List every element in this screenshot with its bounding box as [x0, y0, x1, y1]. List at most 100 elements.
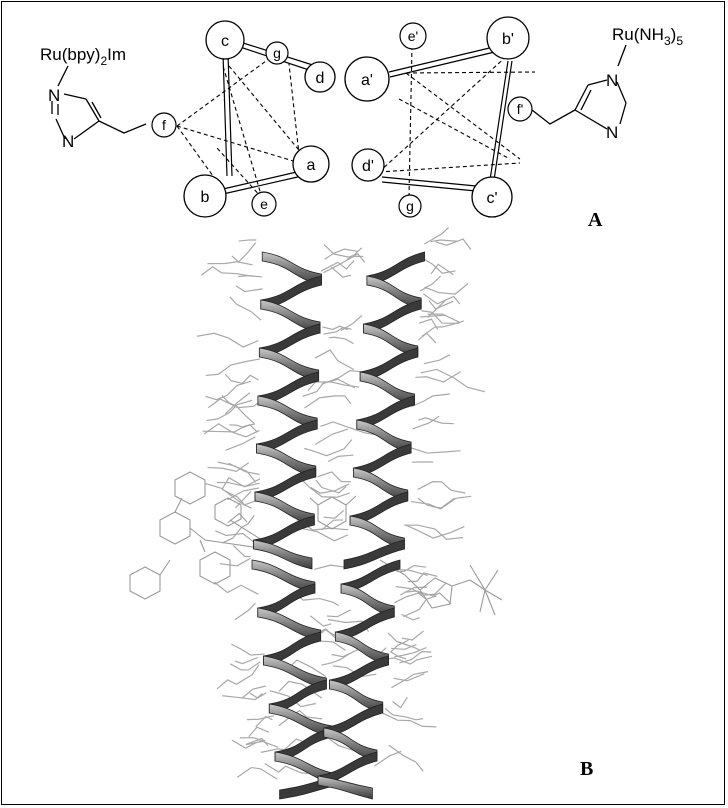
wheel-residue-g-prime: g: [399, 195, 421, 217]
sidechain-stick: [424, 355, 450, 364]
sidechain-stick: [374, 751, 401, 766]
right-ru-n-bond: [618, 45, 626, 66]
wheel-residue-a: a: [293, 146, 329, 182]
left-ru-complex: Ru(bpy)2Im N N: [40, 45, 146, 151]
sidechain-stick: [324, 245, 365, 263]
sidechain-stick: [225, 374, 258, 383]
svg-text:f': f': [517, 101, 524, 117]
sidechain-stick: [318, 472, 351, 482]
sidechain-stick: [310, 616, 331, 626]
sidechain-stick: [327, 610, 351, 617]
left-ring-atom-n3: N: [62, 132, 74, 151]
right-ru-complex: N N Ru(NH3)5: [532, 25, 683, 142]
right-ring-atom-n1: N: [606, 71, 618, 90]
sidechain-stick: [423, 294, 460, 304]
svg-text:a': a': [361, 72, 373, 89]
sidechain-stick: [228, 463, 259, 474]
wheel-residue-d: d: [305, 62, 335, 92]
sidechain-stick: [207, 262, 252, 265]
wheel-residue-f-prime: f': [508, 97, 532, 121]
sidechain-stick: [418, 333, 435, 343]
sidechain-stick: [331, 267, 351, 277]
sidechain-stick: [222, 693, 262, 699]
sidechain-stick: [403, 600, 425, 616]
sidechain-stick: [385, 708, 423, 719]
left-ru-n-bond: [58, 66, 68, 86]
sidechain-stick: [328, 455, 353, 461]
sidechain-stick: [411, 496, 471, 509]
sidechain-stick: [233, 545, 251, 556]
sidechain-stick: [237, 768, 277, 780]
svg-text:b': b': [502, 31, 514, 48]
sidechain-stick: [431, 240, 458, 242]
sidechain-sticks: [197, 227, 485, 779]
svg-text:e: e: [260, 196, 268, 212]
sidechain-stick: [329, 337, 354, 343]
sidechain-stick: [420, 284, 468, 295]
wheel-residue-g: g: [266, 42, 288, 64]
svg-text:b: b: [201, 189, 210, 206]
sidechain-stick: [226, 437, 256, 451]
svg-text:a: a: [307, 157, 316, 174]
sidechain-stick: [421, 369, 485, 391]
sidechain-stick: [206, 359, 260, 375]
sidechain-stick: [314, 565, 345, 569]
wheel-residue-a-prime: a': [345, 57, 389, 101]
left-ring-atom-n1: N: [48, 86, 60, 105]
sidechain-stick: [230, 297, 261, 320]
svg-text:d': d': [362, 158, 374, 175]
sidechain-stick: [415, 372, 460, 382]
svg-text:f: f: [162, 117, 166, 133]
svg-text:d: d: [316, 70, 325, 87]
wheel-residue-d-prime: d': [352, 149, 384, 181]
wheel-residue-c-prime: c': [472, 177, 512, 217]
right-imidazole-ring: [575, 80, 626, 129]
sidechain-stick: [424, 276, 441, 288]
sidechain-stick: [222, 396, 254, 424]
wheel-residue-b: b: [184, 175, 226, 217]
left-methylene-linker: [99, 121, 146, 133]
central-metal-complex-model: [310, 496, 356, 529]
sidechain-stick: [235, 603, 255, 619]
sidechain-stick: [214, 582, 258, 594]
sidechain-stick: [249, 727, 269, 737]
sidechain-stick: [236, 286, 263, 292]
right-metal-label: Ru(NH3)5: [612, 25, 683, 48]
svg-text:e': e': [408, 28, 418, 44]
panel-a: Ru(bpy)2Im N N: [40, 17, 683, 231]
sidechain-stick: [220, 558, 251, 565]
left-metal-label: Ru(bpy)2Im: [40, 45, 126, 68]
wheel-residue-e: e: [252, 192, 276, 216]
panel-a-label: A: [588, 209, 603, 231]
sidechain-stick: [304, 440, 352, 456]
panel-b: B: [130, 227, 593, 799]
sidechain-stick: [202, 267, 253, 277]
sidechain-stick: [393, 697, 408, 707]
wheel-residue-b-prime: b': [487, 17, 529, 59]
wheel-residue-f: f: [152, 113, 176, 137]
sidechain-stick: [308, 382, 359, 391]
sidechain-stick: [315, 350, 354, 370]
sidechain-stick: [242, 686, 266, 698]
sidechain-stick: [389, 745, 424, 771]
right-wheel-double-lines: [382, 45, 512, 191]
sidechain-stick: [235, 658, 258, 664]
right-helical-wheel: e' b' a' f' d' g: [345, 17, 535, 217]
sidechain-stick: [231, 644, 264, 655]
sidechain-stick: [232, 243, 256, 262]
sidechain-stick: [305, 396, 351, 408]
sidechain-stick: [229, 425, 257, 432]
sidechain-stick: [405, 525, 464, 538]
left-helical-wheel: c g d f a b e: [152, 21, 335, 217]
wheel-residue-c: c: [206, 21, 244, 59]
sidechain-stick: [424, 259, 456, 273]
wheel-residue-e-prime: e': [400, 23, 426, 49]
svg-text:c': c': [486, 190, 497, 207]
svg-text:c: c: [221, 33, 229, 50]
sidechain-stick: [402, 631, 424, 640]
sidechain-stick: [321, 371, 361, 385]
sidechain-stick: [324, 510, 344, 518]
sidechain-stick: [412, 394, 450, 406]
sidechain-stick: [420, 315, 446, 317]
